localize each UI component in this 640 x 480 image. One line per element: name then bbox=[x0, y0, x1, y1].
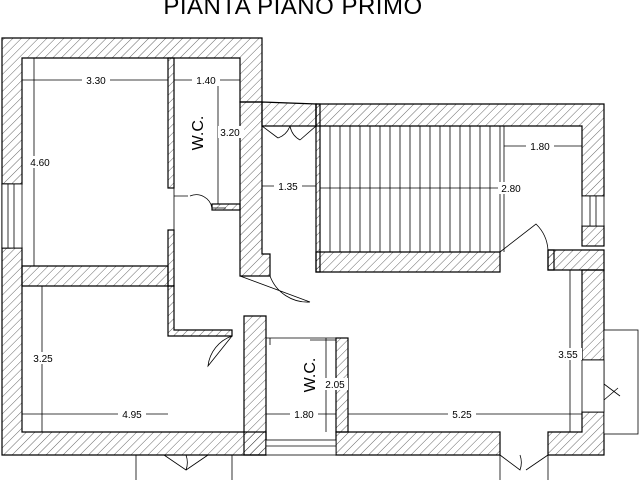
wall-wc2-left bbox=[243, 315, 267, 456]
wc-label-upper: W.C. bbox=[190, 116, 207, 151]
wall-right-lower bbox=[581, 269, 605, 361]
dim-wc1-height: 3.20 bbox=[220, 128, 240, 139]
wc-label-lower: W.C. bbox=[302, 358, 319, 393]
wall-room-divider bbox=[21, 265, 169, 287]
dim-room1-height: 4.60 bbox=[30, 158, 50, 169]
wall-bottom-mid bbox=[335, 431, 501, 456]
stairs bbox=[319, 126, 501, 252]
windows bbox=[1, 183, 639, 456]
dim-wc2-width: 1.80 bbox=[294, 410, 314, 421]
plan-title: PIANTA PIANO PRIMO bbox=[163, 0, 422, 20]
wall-stair-left bbox=[315, 103, 321, 273]
dim-room2-width: 4.95 bbox=[122, 410, 142, 421]
dim-room1-width: 3.30 bbox=[86, 76, 106, 87]
wall-hall-right-inner bbox=[547, 249, 555, 271]
wall-corridor-top bbox=[261, 101, 317, 127]
wall-bottom-right bbox=[547, 411, 605, 456]
doors bbox=[135, 125, 621, 480]
dim-wc1-width: 1.40 bbox=[196, 76, 216, 87]
wall-room1-wc1 bbox=[167, 57, 175, 189]
dimension-labels: 3.30 1.40 4.60 3.20 1.35 1.80 2.80 3.25 … bbox=[26, 74, 582, 421]
wall-wc1-bottom bbox=[211, 203, 241, 211]
dim-room2-height: 3.25 bbox=[33, 354, 53, 365]
wall-stair-bottom bbox=[315, 251, 501, 273]
wall-right-upper2 bbox=[581, 225, 605, 247]
wall-wc1-right bbox=[239, 101, 271, 277]
dim-stair-width: 1.80 bbox=[530, 142, 550, 153]
dim-stair-length: 2.80 bbox=[501, 184, 521, 195]
wall-stair-right-end bbox=[547, 249, 605, 271]
dim-wc2-height: 2.05 bbox=[325, 380, 345, 391]
dim-hall-width: 5.25 bbox=[452, 410, 472, 421]
wall-room2-right bbox=[167, 285, 233, 337]
dim-corridor-width: 1.35 bbox=[278, 182, 298, 193]
wall-room1-wc1-low bbox=[167, 229, 175, 287]
dim-hall-height: 3.55 bbox=[558, 350, 578, 361]
